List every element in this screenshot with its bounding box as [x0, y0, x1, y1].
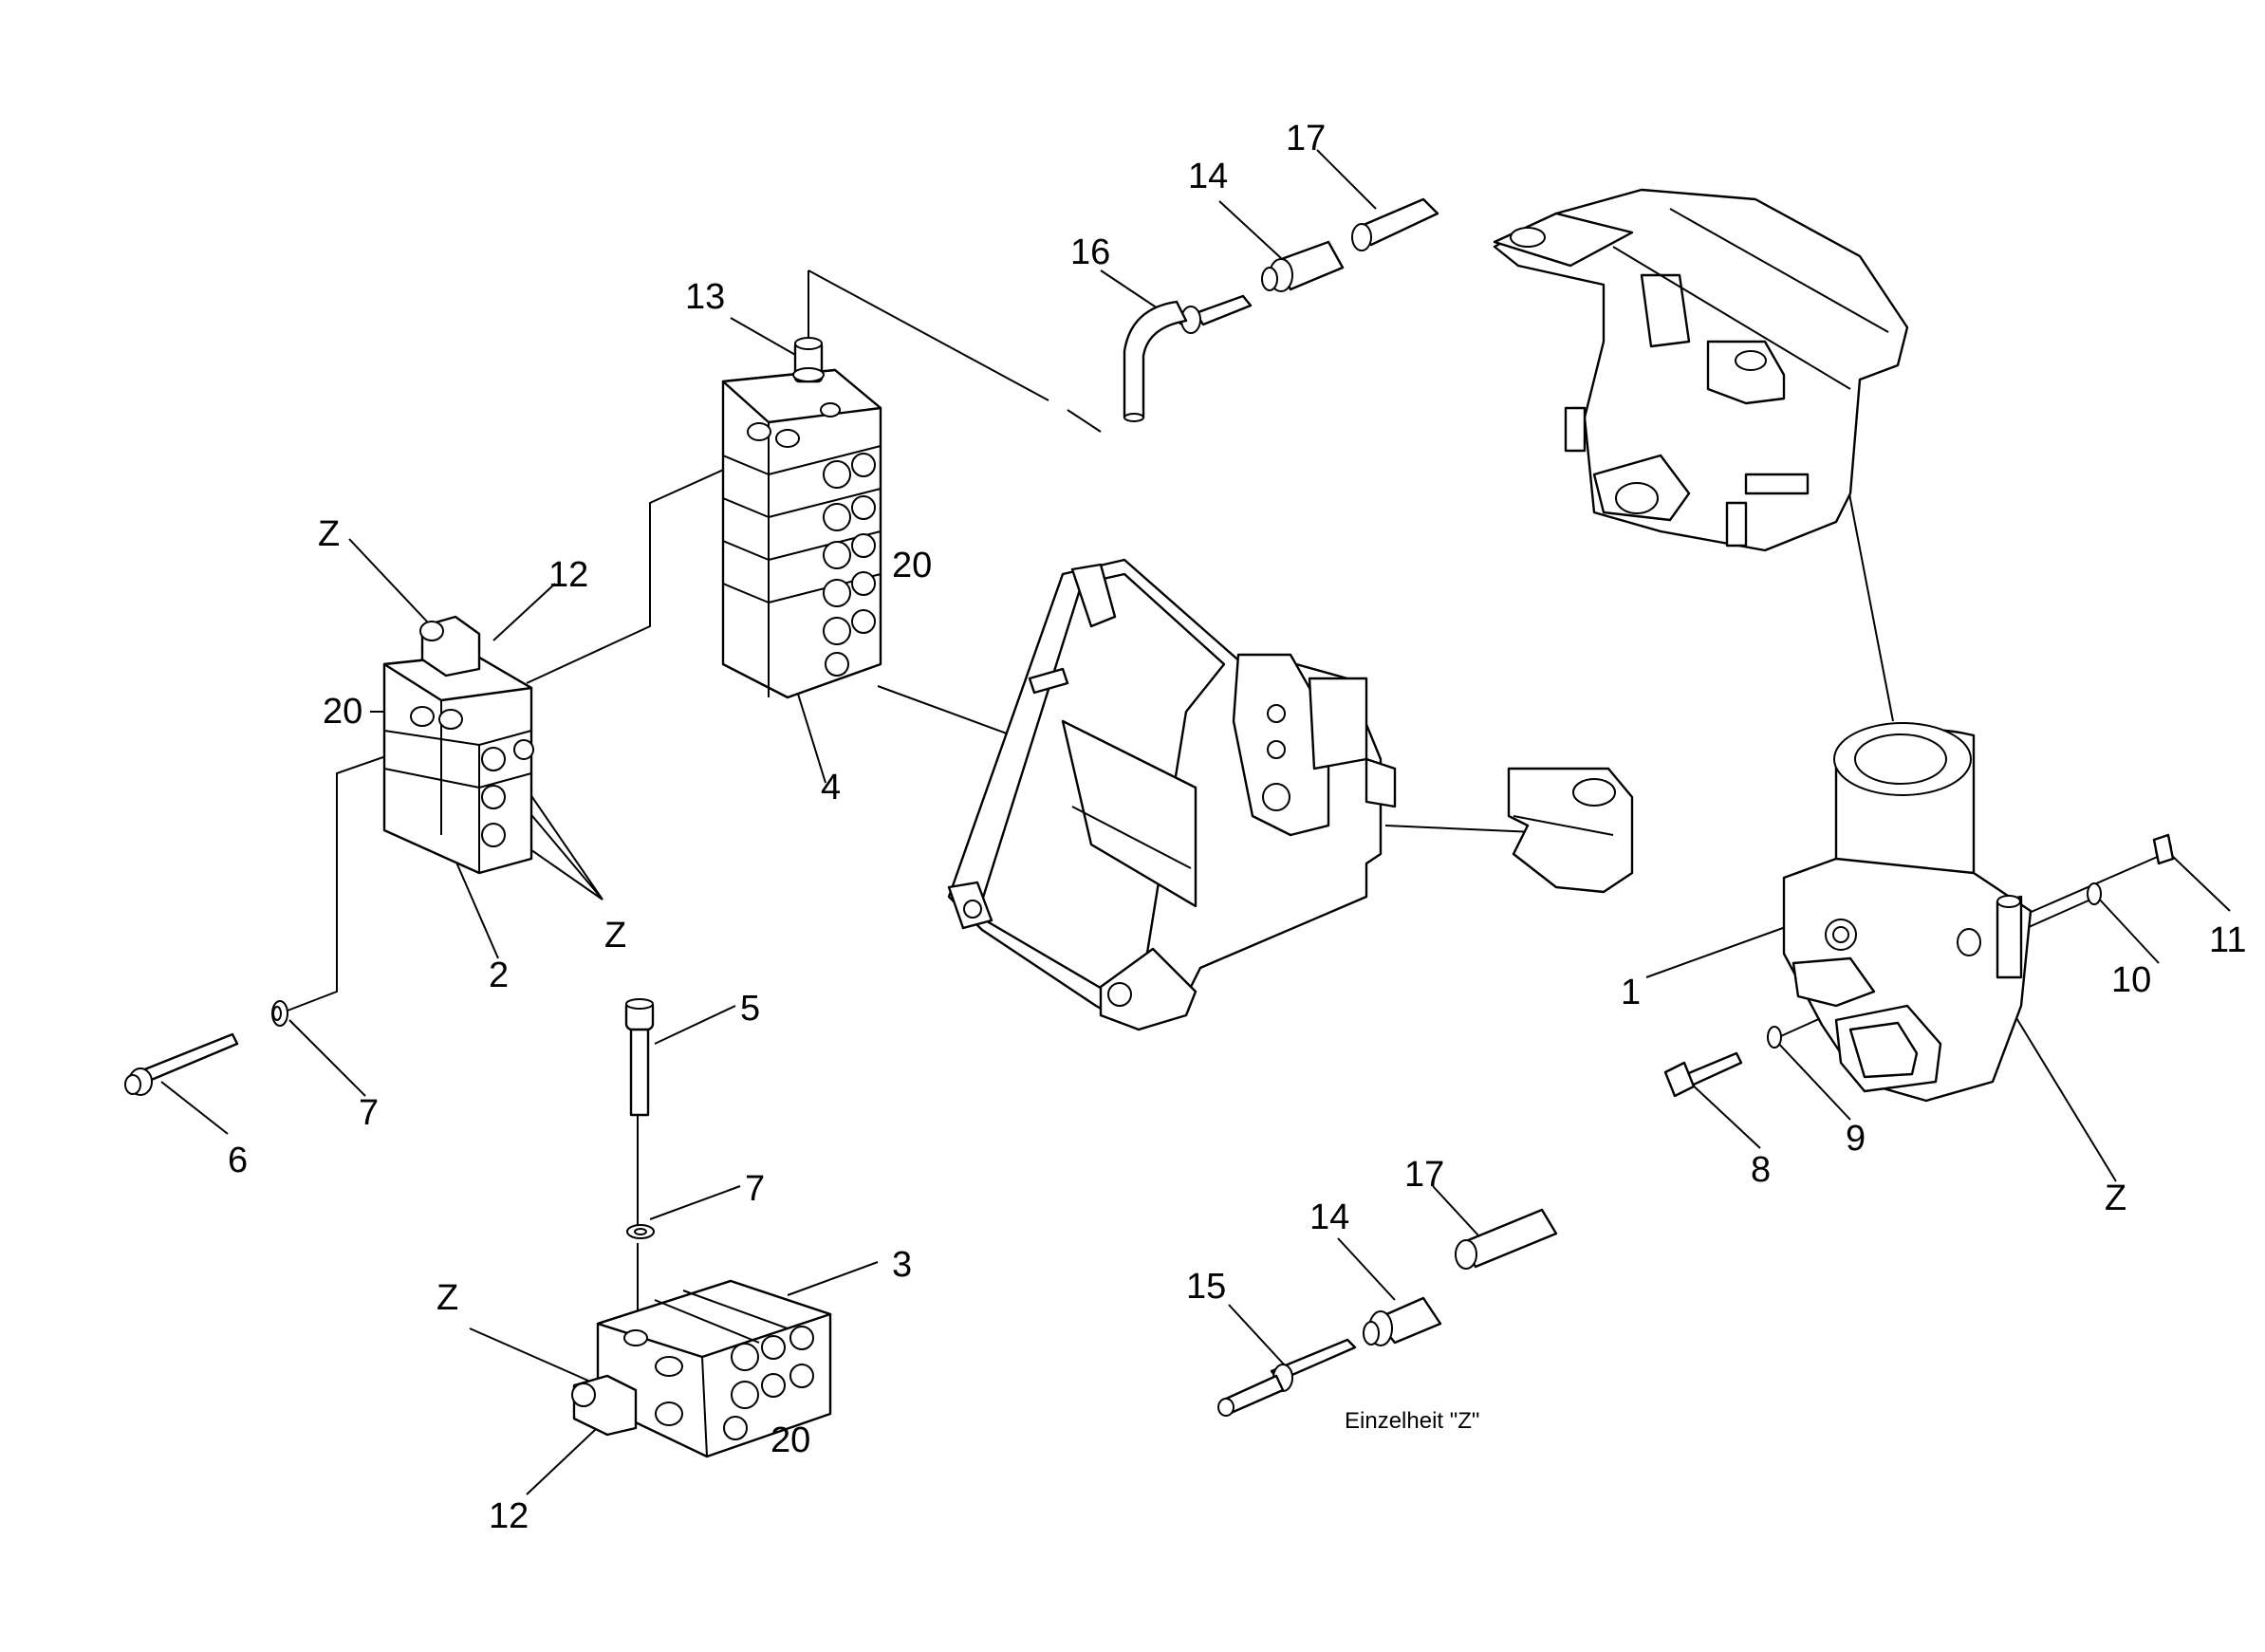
- callout-11: 11: [2209, 920, 2246, 960]
- callout-15: 15: [1186, 1267, 1226, 1307]
- callout-labels: 17 14 16 13 Z 12 20 20 4 Z 2 5 7 6 7 3 Z…: [228, 119, 2246, 1536]
- fitting-13: [792, 337, 825, 383]
- callout-17-top: 17: [1286, 119, 1326, 158]
- callout-7-left: 7: [359, 1093, 379, 1133]
- chassis-section: [1493, 188, 1909, 552]
- callout-13: 13: [685, 277, 725, 317]
- callout-20-left: 20: [323, 692, 362, 732]
- cap-11: [2152, 833, 2175, 865]
- callout-16: 16: [1070, 232, 1110, 272]
- callout-7-lower: 7: [745, 1169, 765, 1209]
- detail-z-assembly: [1217, 1208, 1558, 1417]
- callout-z-lower: Z: [436, 1278, 458, 1318]
- callout-1: 1: [1621, 973, 1641, 1012]
- hose-assembly-top: [1123, 197, 1439, 422]
- callout-5: 5: [740, 989, 760, 1029]
- callout-3: 3: [892, 1245, 912, 1285]
- callout-17-lower: 17: [1404, 1155, 1444, 1195]
- pump-1: [1782, 722, 2033, 1103]
- callout-10: 10: [2111, 960, 2151, 1000]
- bolt-5: [624, 998, 655, 1117]
- detail-z-caption: Einzelheit "Z": [1345, 1408, 1479, 1434]
- plug-12-lower: [571, 1374, 638, 1437]
- distributor-block-2: [382, 615, 534, 875]
- washer-9: [1767, 1026, 1782, 1049]
- bolt-6: [124, 1032, 239, 1096]
- main-frame: [947, 558, 1397, 1031]
- bolt-8: [1663, 1051, 1743, 1098]
- plug-12-upper: [419, 615, 481, 678]
- callout-6: 6: [228, 1141, 248, 1180]
- distributor-block-3: [571, 1279, 832, 1458]
- washer-7-lower: [626, 1224, 655, 1239]
- callout-14-lower: 14: [1309, 1197, 1349, 1237]
- callout-9: 9: [1846, 1119, 1866, 1159]
- callout-12-upper: 12: [548, 555, 588, 595]
- callout-4: 4: [821, 768, 841, 807]
- callout-14-top: 14: [1188, 157, 1228, 196]
- callout-20-lower: 20: [770, 1420, 810, 1460]
- fitting-nuts-4: [823, 453, 876, 677]
- callout-z-upper-left: Z: [318, 514, 340, 554]
- washer-10: [2087, 882, 2102, 905]
- distributor-block-4: [721, 337, 882, 699]
- callout-z-block2: Z: [604, 916, 626, 956]
- callout-8: 8: [1751, 1150, 1771, 1190]
- callout-2: 2: [489, 956, 509, 995]
- washer-7-left: [271, 1000, 288, 1027]
- callout-12-lower: 12: [489, 1496, 529, 1536]
- callout-z-right: Z: [2105, 1179, 2126, 1218]
- callout-20-top: 20: [892, 546, 932, 585]
- bracket-plate: [1507, 767, 1634, 894]
